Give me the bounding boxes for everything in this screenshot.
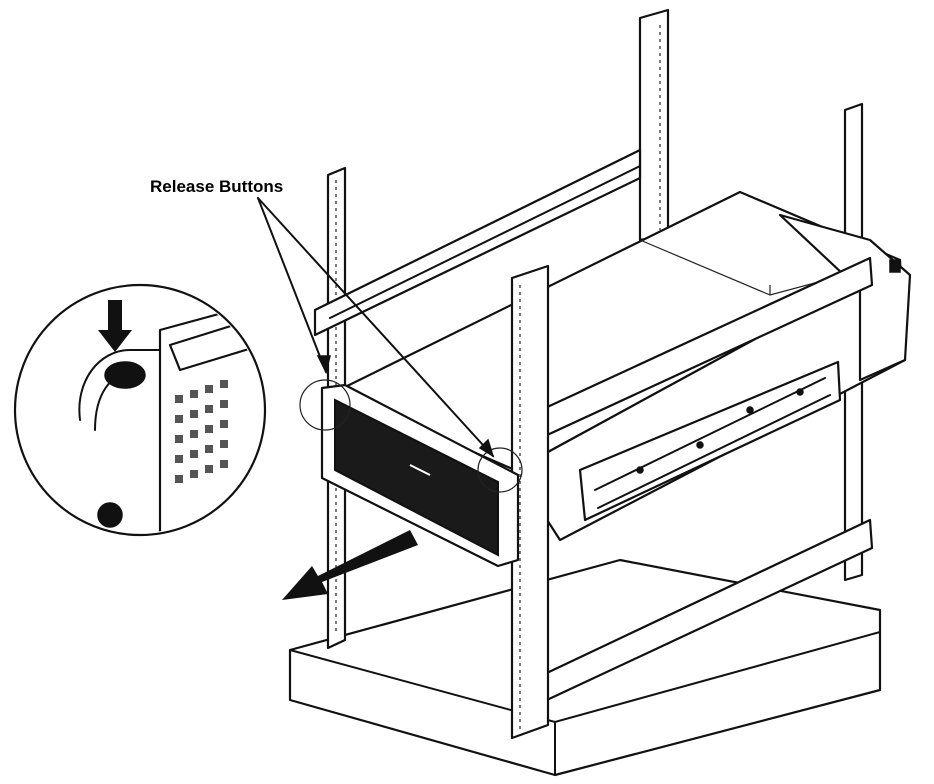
release-button-markers	[299, 379, 523, 493]
rear-right-post	[638, 8, 670, 242]
server-chassis	[333, 190, 912, 542]
arrow-down-icon	[98, 300, 132, 352]
callout-label: Release Buttons	[150, 177, 283, 196]
left-release-button	[299, 379, 351, 431]
right-release-button	[477, 447, 523, 493]
server-front-panel	[320, 383, 520, 568]
front-left-post	[510, 264, 550, 740]
detail-magnifier	[13, 283, 267, 537]
power-connector-icon	[889, 259, 901, 273]
rear-cross-rail	[313, 148, 642, 337]
arrow-out-icon	[282, 530, 418, 600]
release-button-closeup	[104, 361, 146, 389]
callout-leaders	[257, 197, 495, 458]
